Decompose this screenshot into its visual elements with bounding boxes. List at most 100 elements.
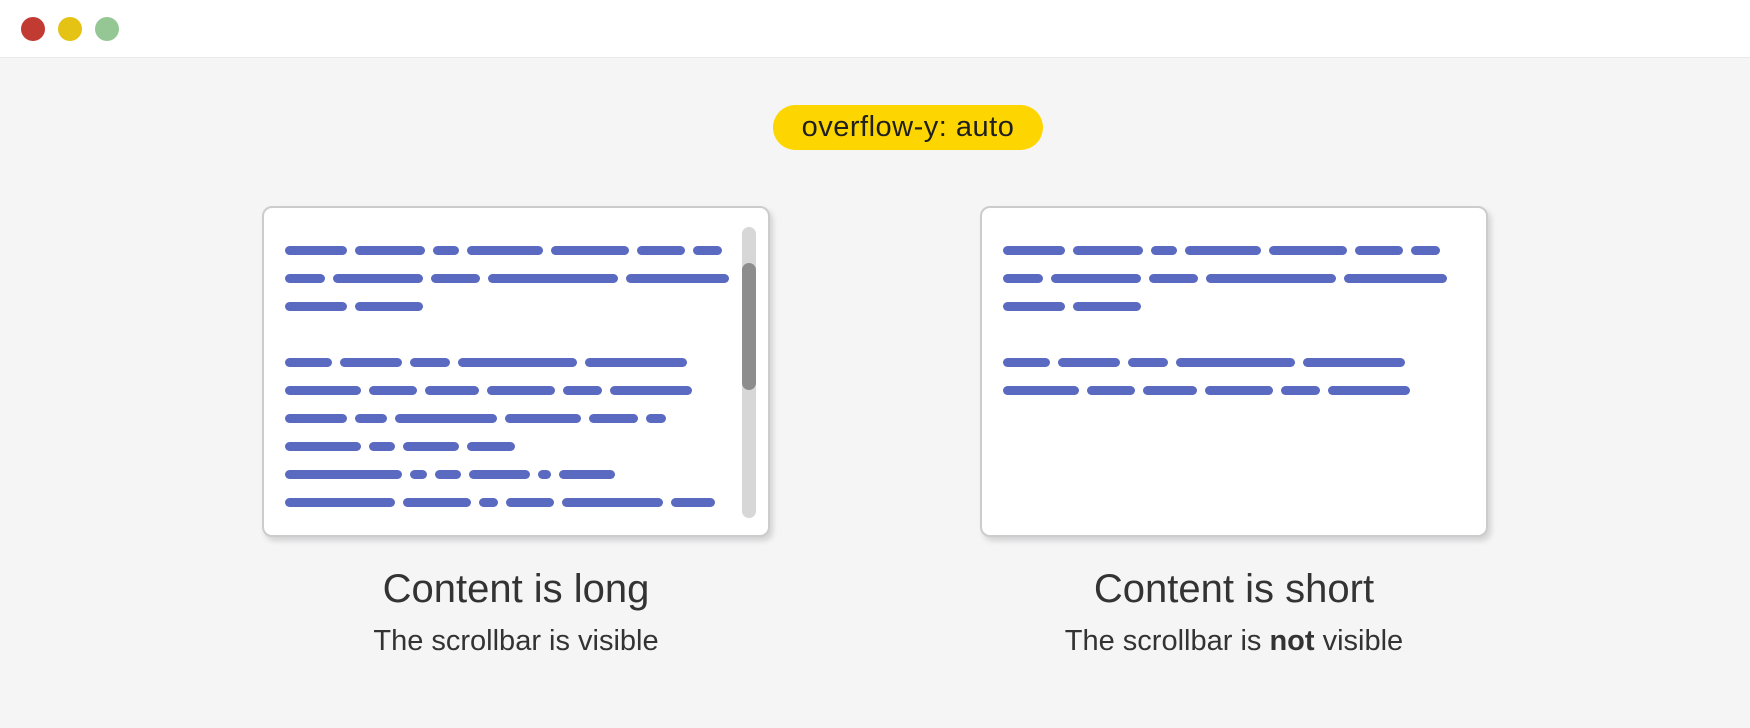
word-dash <box>1281 385 1320 395</box>
placeholder-text-short <box>1003 236 1458 404</box>
word-dash <box>355 413 387 423</box>
window-titlebar <box>0 0 1750 58</box>
word-dash <box>1003 357 1050 367</box>
word-dash <box>1411 245 1440 255</box>
content-panel-long <box>262 206 770 537</box>
minimize-button[interactable] <box>58 16 82 41</box>
text-line <box>1003 264 1458 292</box>
word-dash <box>637 245 685 255</box>
word-dash <box>693 245 722 255</box>
word-dash <box>563 385 602 395</box>
close-button[interactable] <box>21 16 45 41</box>
word-dash <box>626 273 729 283</box>
text-line <box>285 376 740 404</box>
word-dash <box>488 273 618 283</box>
word-dash <box>285 245 347 255</box>
word-dash <box>1328 385 1410 395</box>
word-dash <box>589 413 638 423</box>
word-dash <box>1185 245 1261 255</box>
word-dash <box>1073 301 1141 311</box>
subcaption-text: The scrollbar is <box>1064 625 1270 657</box>
word-dash <box>369 385 417 395</box>
examples-row: Content is long The scrollbar is visible… <box>0 206 1750 658</box>
word-dash <box>479 497 498 507</box>
word-dash <box>355 245 425 255</box>
scrollbar-track[interactable] <box>742 227 756 518</box>
word-dash <box>467 245 543 255</box>
word-dash <box>433 245 459 255</box>
word-dash <box>1003 301 1065 311</box>
word-dash <box>333 273 423 283</box>
word-dash <box>551 245 629 255</box>
content-panel-short <box>980 206 1488 537</box>
caption-short: Content is short <box>1093 567 1375 611</box>
word-dash <box>467 441 515 451</box>
word-dash <box>487 385 555 395</box>
subcaption-text: The scrollbar is visible <box>373 625 659 657</box>
word-dash <box>506 497 554 507</box>
text-line <box>285 264 740 292</box>
word-dash <box>395 413 497 423</box>
text-line <box>1003 236 1458 264</box>
word-dash <box>285 357 332 367</box>
maximize-button[interactable] <box>95 16 119 41</box>
subcaption-long: The scrollbar is visible <box>373 625 658 658</box>
word-dash <box>285 441 361 451</box>
word-dash <box>285 273 325 283</box>
word-dash <box>1344 273 1447 283</box>
word-dash <box>1003 385 1079 395</box>
word-dash <box>1205 385 1273 395</box>
subcaption-short: The scrollbar is not visible <box>1065 625 1403 658</box>
word-dash <box>1269 245 1347 255</box>
word-dash <box>469 469 530 479</box>
example-short-content: Content is short The scrollbar is not vi… <box>980 206 1488 658</box>
word-dash <box>410 357 450 367</box>
word-dash <box>285 301 347 311</box>
text-line <box>285 236 740 264</box>
word-dash <box>340 357 402 367</box>
word-dash <box>431 273 480 283</box>
word-dash <box>285 385 361 395</box>
text-line <box>285 432 740 460</box>
text-paragraph <box>1003 348 1458 404</box>
word-dash <box>646 413 666 423</box>
scrollbar-thumb[interactable] <box>742 263 756 390</box>
word-dash <box>369 441 395 451</box>
emphasis-not: not <box>1269 625 1315 657</box>
word-dash <box>403 441 459 451</box>
text-line <box>1003 376 1458 404</box>
text-line <box>1003 292 1458 320</box>
word-dash <box>355 301 423 311</box>
text-paragraph <box>1003 236 1458 320</box>
placeholder-text-long[interactable] <box>285 236 740 516</box>
text-line <box>285 292 740 320</box>
text-paragraph <box>285 348 740 516</box>
word-dash <box>1073 245 1143 255</box>
word-dash <box>559 469 615 479</box>
badge-row: overflow-y: auto <box>0 105 1750 150</box>
word-dash <box>458 357 577 367</box>
text-paragraph <box>285 236 740 320</box>
word-dash <box>410 469 427 479</box>
word-dash <box>585 357 687 367</box>
word-dash <box>403 497 471 507</box>
text-line <box>285 404 740 432</box>
word-dash <box>1149 273 1198 283</box>
word-dash <box>1143 385 1197 395</box>
word-dash <box>1303 357 1405 367</box>
word-dash <box>285 469 402 479</box>
subcaption-text: visible <box>1314 625 1404 657</box>
word-dash <box>671 497 715 507</box>
word-dash <box>1128 357 1168 367</box>
text-line <box>285 460 740 488</box>
word-dash <box>285 497 395 507</box>
text-line <box>285 348 740 376</box>
word-dash <box>538 469 551 479</box>
word-dash <box>1087 385 1135 395</box>
word-dash <box>1176 357 1295 367</box>
word-dash <box>1058 357 1120 367</box>
text-line <box>285 488 740 516</box>
caption-long: Content is long <box>382 567 650 611</box>
word-dash <box>285 413 347 423</box>
word-dash <box>1206 273 1336 283</box>
